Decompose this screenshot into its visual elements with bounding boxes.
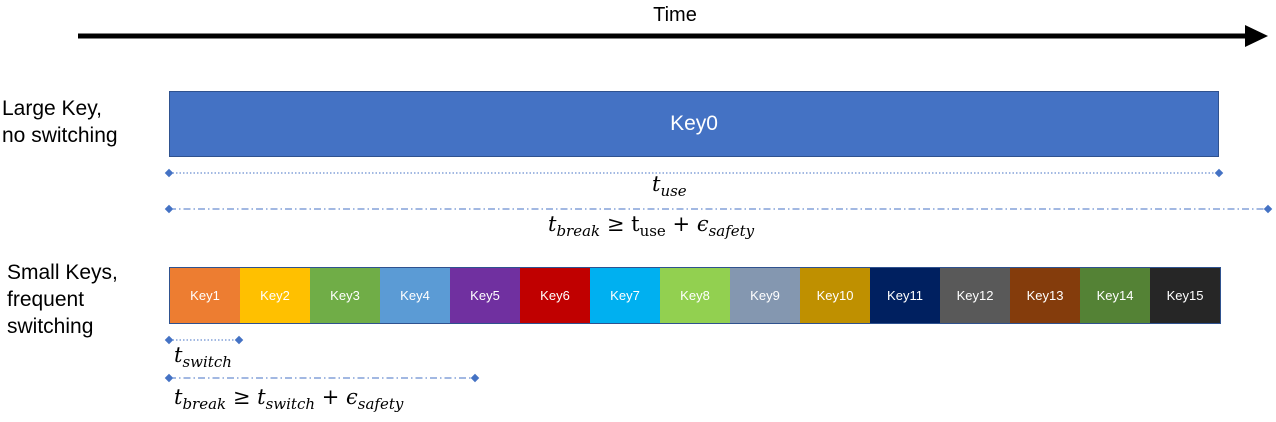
key-block: Key2 xyxy=(240,268,310,323)
time-axis-label: Time xyxy=(653,4,697,26)
key0-label: Key0 xyxy=(670,112,718,135)
key-block: Key3 xyxy=(310,268,380,323)
t-break-small-formula: tbreak ≥ tswitch + ϵsafety xyxy=(174,385,404,413)
key-block: Key14 xyxy=(1080,268,1150,323)
key-block: Key11 xyxy=(870,268,940,323)
key-block: Key12 xyxy=(940,268,1010,323)
t-switch-dimension-line xyxy=(164,335,244,345)
t-use-formula: tuse xyxy=(652,172,687,200)
key-block: Key15 xyxy=(1150,268,1220,323)
key-block: Key7 xyxy=(590,268,660,323)
time-axis-arrowhead xyxy=(1245,25,1268,47)
large-key-label-line: no switching xyxy=(2,124,118,147)
key-block: Key5 xyxy=(450,268,520,323)
small-keys-row-label: Small Keys, frequent switching xyxy=(7,259,118,340)
large-key-row-label: Large Key, no switching xyxy=(2,95,118,149)
key-block: Key1 xyxy=(170,268,240,323)
key-block: Key10 xyxy=(800,268,870,323)
key-block: Key9 xyxy=(730,268,800,323)
key0-block: Key0 xyxy=(169,91,1219,157)
t-break-large-formula: tbreak ≥ tuse + ϵsafety xyxy=(548,212,755,240)
key-block: Key8 xyxy=(660,268,730,323)
key-block: Key6 xyxy=(520,268,590,323)
small-keys-label-line: Small Keys, xyxy=(7,261,118,284)
t-use-dimension-line xyxy=(164,168,1224,178)
large-key-label-line: Large Key, xyxy=(2,97,103,120)
key-block: Key13 xyxy=(1010,268,1080,323)
t-switch-formula: tswitch xyxy=(174,343,232,371)
key-block: Key4 xyxy=(380,268,450,323)
t-break-small-dimension-line xyxy=(164,373,480,383)
small-keys-label-line: switching xyxy=(7,315,94,338)
small-keys-label-line: frequent xyxy=(7,288,85,311)
